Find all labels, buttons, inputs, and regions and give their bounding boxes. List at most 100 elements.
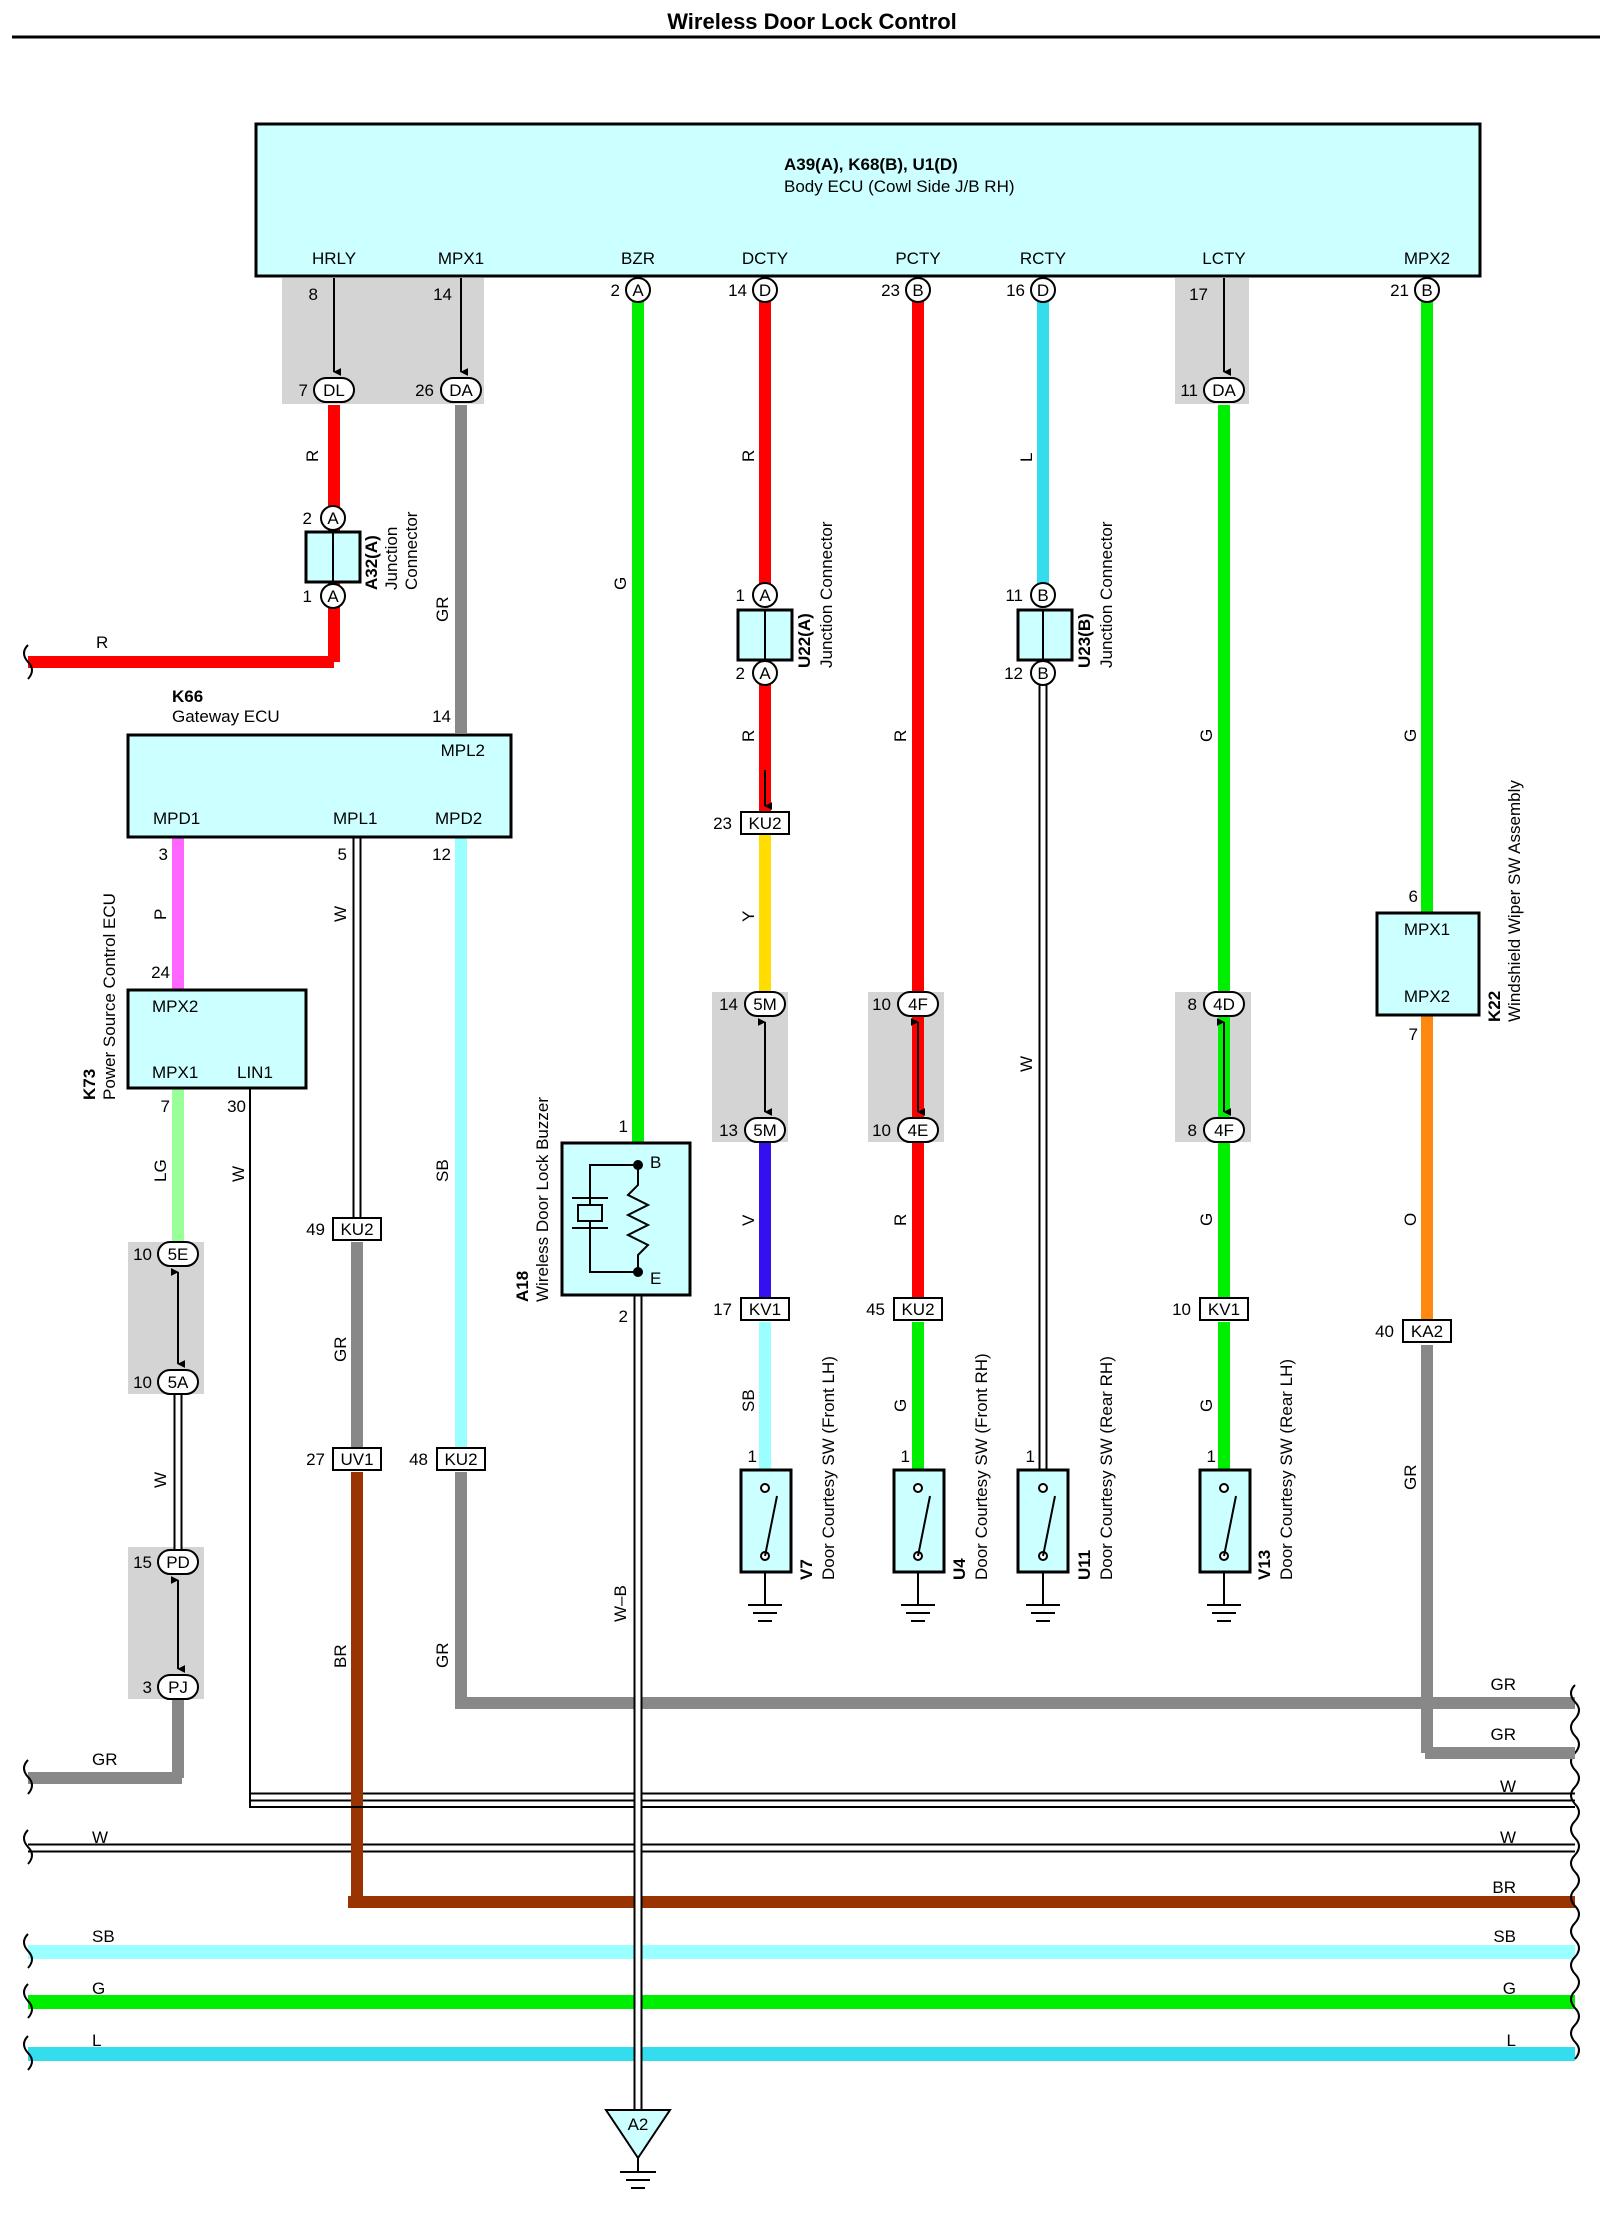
- ecu-pin-circles: A D B D B: [625, 277, 1440, 303]
- svg-text:Y: Y: [739, 911, 758, 922]
- pin-dcty: 14: [728, 281, 747, 300]
- svg-text:R: R: [891, 730, 910, 742]
- svg-text:MPD1: MPD1: [153, 809, 200, 828]
- svg-text:L: L: [1507, 2031, 1516, 2050]
- svg-text:PD: PD: [166, 1553, 190, 1572]
- splice-4f-4e: [868, 992, 944, 1142]
- splice-5e-5a: [128, 1242, 204, 1394]
- svg-text:L: L: [92, 2031, 101, 2050]
- svg-text:GR: GR: [1491, 1725, 1517, 1744]
- jb-dl: DL: [323, 381, 345, 400]
- svg-text:Gateway ECU: Gateway ECU: [172, 707, 280, 726]
- svg-text:Windshield Wiper SW Assembly: Windshield Wiper SW Assembly: [1505, 780, 1524, 1022]
- pin-mpx1: 14: [433, 285, 452, 304]
- svg-text:5M: 5M: [753, 995, 777, 1014]
- svg-text:Junction: Junction: [382, 527, 401, 590]
- svg-text:W: W: [1500, 1777, 1516, 1796]
- svg-text:LG: LG: [151, 1159, 170, 1182]
- svg-text:Door Courtesy SW (Front LH): Door Courtesy SW (Front LH): [819, 1356, 838, 1580]
- svg-text:W: W: [1500, 1828, 1516, 1847]
- svg-text:12: 12: [432, 845, 451, 864]
- term-hrly: HRLY: [312, 249, 356, 268]
- svg-text:B: B: [912, 281, 923, 300]
- svg-text:E: E: [650, 1269, 661, 1288]
- svg-text:K22: K22: [1485, 991, 1504, 1022]
- svg-text:Wireless Door Lock Buzzer: Wireless Door Lock Buzzer: [533, 1097, 552, 1302]
- svg-text:Door Courtesy SW (Rear RH): Door Courtesy SW (Rear RH): [1097, 1356, 1116, 1580]
- pin-pcty: 23: [881, 281, 900, 300]
- svg-text:1: 1: [1026, 1447, 1035, 1466]
- svg-text:B: B: [1421, 281, 1432, 300]
- svg-text:45: 45: [866, 1300, 885, 1319]
- switch-u4: 1 U4 Door Courtesy SW (Front RH): [892, 1353, 991, 1622]
- svg-text:15: 15: [133, 1553, 152, 1572]
- term-bzr: BZR: [621, 249, 655, 268]
- pin-bzr: 2: [611, 281, 620, 300]
- svg-text:MPX1: MPX1: [1404, 920, 1450, 939]
- svg-text:K66: K66: [172, 687, 203, 706]
- svg-text:GR: GR: [433, 1643, 452, 1669]
- svg-text:GR: GR: [433, 597, 452, 623]
- svg-text:6: 6: [1409, 887, 1418, 906]
- a18-buzzer: B E 1 2 A18 Wireless Door Lock Buzzer: [513, 1097, 692, 1326]
- u23-junction-connector: B B 11 12 U23(B) Junction Connector: [1004, 521, 1116, 686]
- svg-text:W: W: [331, 906, 350, 922]
- svg-text:R: R: [891, 1214, 910, 1226]
- svg-text:KU2: KU2: [340, 1220, 373, 1239]
- break-marks: [23, 644, 1580, 2071]
- svg-text:V13: V13: [1255, 1550, 1274, 1580]
- svg-text:4D: 4D: [1213, 995, 1235, 1014]
- svg-text:1: 1: [736, 586, 745, 605]
- splice-arrows: [170, 770, 1232, 1673]
- svg-text:B: B: [1037, 664, 1048, 683]
- svg-text:MPX2: MPX2: [152, 997, 198, 1016]
- term-mpx1: MPX1: [438, 249, 484, 268]
- svg-text:U4: U4: [950, 1558, 969, 1580]
- svg-text:14: 14: [432, 707, 451, 726]
- switch-v7: 1 V7 Door Courtesy SW (Front LH): [739, 1356, 838, 1622]
- body-ecu-box: [254, 122, 1482, 278]
- svg-text:L: L: [1017, 453, 1036, 462]
- svg-text:B: B: [650, 1153, 661, 1172]
- jb-da-1: DA: [449, 381, 473, 400]
- svg-text:BR: BR: [1492, 1878, 1516, 1897]
- svg-text:4F: 4F: [1214, 1121, 1234, 1140]
- svg-text:V: V: [739, 1214, 758, 1226]
- svg-text:KU2: KU2: [444, 1450, 477, 1469]
- splice-5m: [712, 992, 788, 1142]
- pin-mpx2: 21: [1390, 281, 1409, 300]
- svg-text:KU2: KU2: [748, 814, 781, 833]
- svg-text:11: 11: [1180, 381, 1198, 400]
- svg-text:30: 30: [227, 1097, 246, 1116]
- svg-text:1: 1: [303, 587, 312, 606]
- svg-text:2: 2: [736, 664, 745, 683]
- svg-text:13: 13: [719, 1121, 738, 1140]
- svg-text:5M: 5M: [753, 1121, 777, 1140]
- svg-text:1: 1: [748, 1447, 757, 1466]
- splice-4d-4f: [1175, 992, 1251, 1142]
- svg-text:14: 14: [719, 995, 738, 1014]
- k66-gateway-ecu: K66 Gateway ECU MPL2 14 MPD1 MPL1 MPD2 3…: [126, 687, 513, 864]
- svg-text:UV1: UV1: [340, 1450, 373, 1469]
- svg-text:24: 24: [151, 963, 170, 982]
- svg-text:5A: 5A: [168, 1373, 189, 1392]
- svg-text:O: O: [1401, 1213, 1420, 1226]
- svg-text:MPD2: MPD2: [435, 809, 482, 828]
- svg-text:P: P: [151, 909, 170, 920]
- svg-text:Connector: Connector: [402, 511, 421, 590]
- term-lcty: LCTY: [1202, 249, 1245, 268]
- svg-text:8: 8: [1188, 1121, 1197, 1140]
- svg-text:W–B: W–B: [611, 1585, 630, 1622]
- svg-text:W: W: [1017, 1056, 1036, 1072]
- term-dcty: DCTY: [742, 249, 788, 268]
- svg-text:1: 1: [901, 1447, 910, 1466]
- svg-text:3: 3: [143, 1678, 152, 1697]
- svg-text:SB: SB: [739, 1389, 758, 1412]
- svg-text:R: R: [303, 450, 322, 462]
- svg-text:8: 8: [1188, 995, 1197, 1014]
- svg-text:11: 11: [1005, 586, 1023, 605]
- svg-text:Door Courtesy SW (Front RH): Door Courtesy SW (Front RH): [972, 1353, 991, 1580]
- bus-labels: GR GR GR W W W BR SB SB G G L L: [92, 1675, 1516, 2050]
- svg-text:A: A: [759, 586, 771, 605]
